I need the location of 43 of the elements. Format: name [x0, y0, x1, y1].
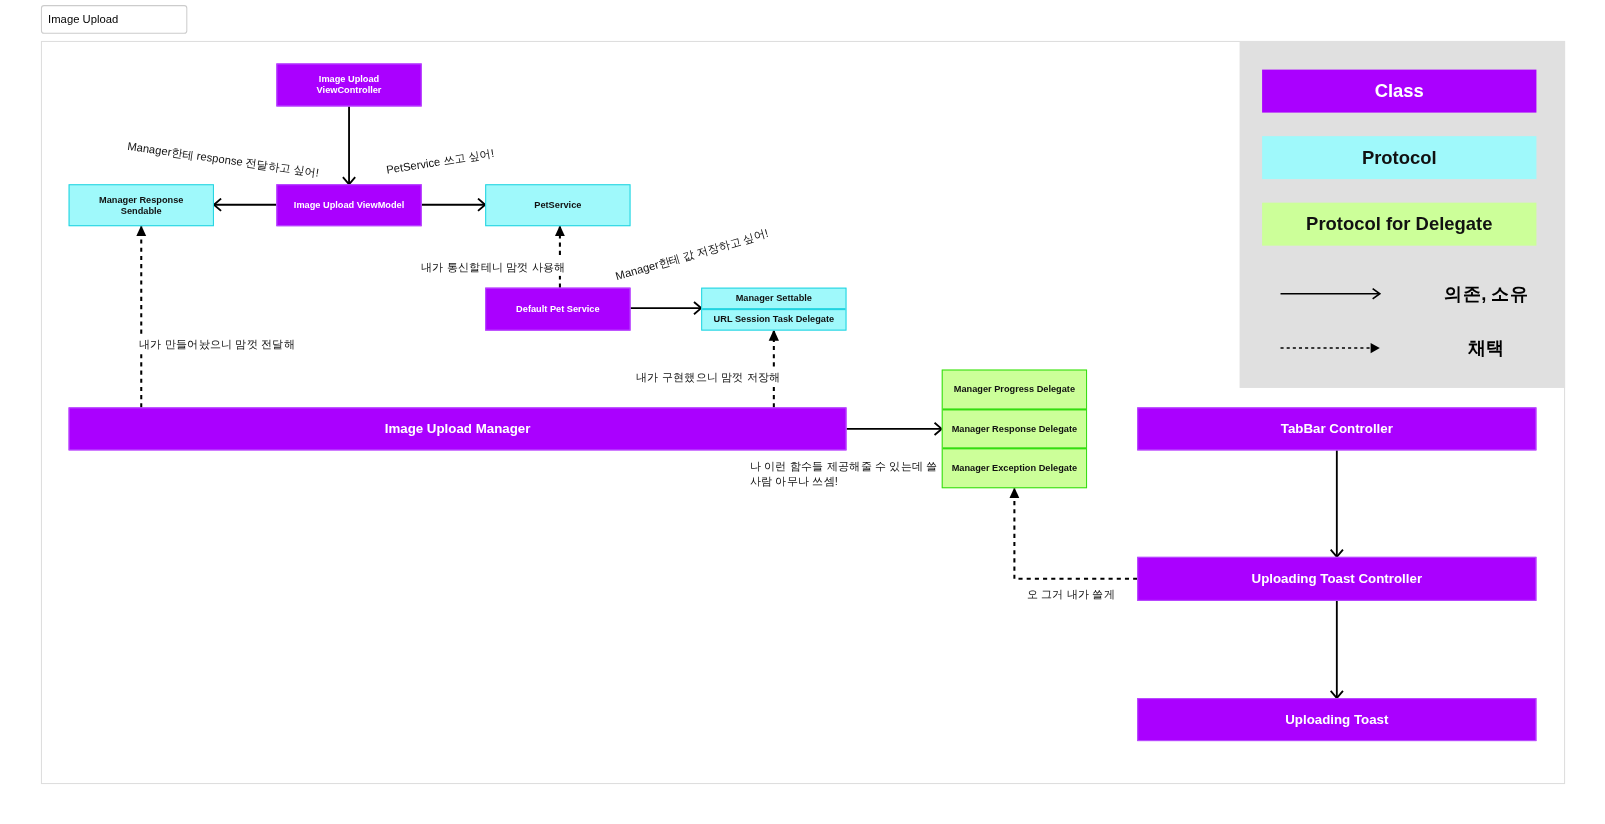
delegate-protocol-box: [941, 369, 1088, 489]
box-row-label: Manager Exception Delegate: [942, 447, 1087, 488]
box-label: Image Upload ViewModel: [292, 199, 406, 211]
protocol-box: [68, 184, 214, 227]
arrow: [342, 105, 357, 186]
dashed-arrow: [136, 225, 147, 408]
box-row-label: Manager Response Delegate: [942, 408, 1087, 448]
class-box: [68, 407, 847, 451]
edge-label: 내가 만들어놨으니 맘껏 전달해: [137, 335, 297, 353]
arrow: [845, 421, 943, 436]
legend-label: 채택: [1467, 336, 1505, 361]
protocol-box: [701, 287, 847, 331]
box-row-label: URL Session Task Delegate: [702, 308, 846, 330]
box-label: TabBar Controller: [1279, 420, 1394, 437]
legend-label: Class: [1374, 80, 1424, 102]
class-box: [1137, 556, 1537, 601]
box-label: Default Pet Service: [515, 303, 601, 315]
class-box: [276, 184, 422, 227]
dashed-arrow: [1009, 487, 1138, 580]
box-row-label: Manager Settable: [734, 291, 813, 306]
dashed-arrow: [554, 225, 566, 288]
class-box: [276, 63, 422, 107]
class-box: [1137, 407, 1537, 451]
protocol-box: [485, 184, 631, 227]
arrow: [629, 301, 703, 316]
box-row-label: Manager Progress Delegate: [952, 382, 1077, 396]
arrow: [1329, 449, 1344, 558]
box-label: Uploading Toast Controller: [1250, 570, 1424, 587]
box-label: PetService: [533, 199, 583, 211]
dashed-arrow: [768, 329, 779, 408]
arrow: [1329, 599, 1344, 699]
class-box: [485, 287, 631, 331]
edge-label: 나 이런 함수들 제공해줄 수 있는데 쓸사람 아무나 쓰셈!: [748, 458, 939, 490]
legend-label: 의존, 소유: [1444, 282, 1529, 306]
box-label: Manager Response Sendable: [98, 194, 185, 217]
arrow: [420, 197, 487, 212]
class-box: [1137, 698, 1537, 742]
legend-label: Protocol for Delegate: [1306, 213, 1493, 235]
box-label: Uploading Toast: [1284, 711, 1390, 728]
box-label: Image Upload Manager: [383, 420, 532, 437]
box-label: Image Upload ViewController: [315, 73, 383, 96]
arrow: [213, 197, 278, 212]
legend-label: Protocol: [1361, 146, 1437, 169]
